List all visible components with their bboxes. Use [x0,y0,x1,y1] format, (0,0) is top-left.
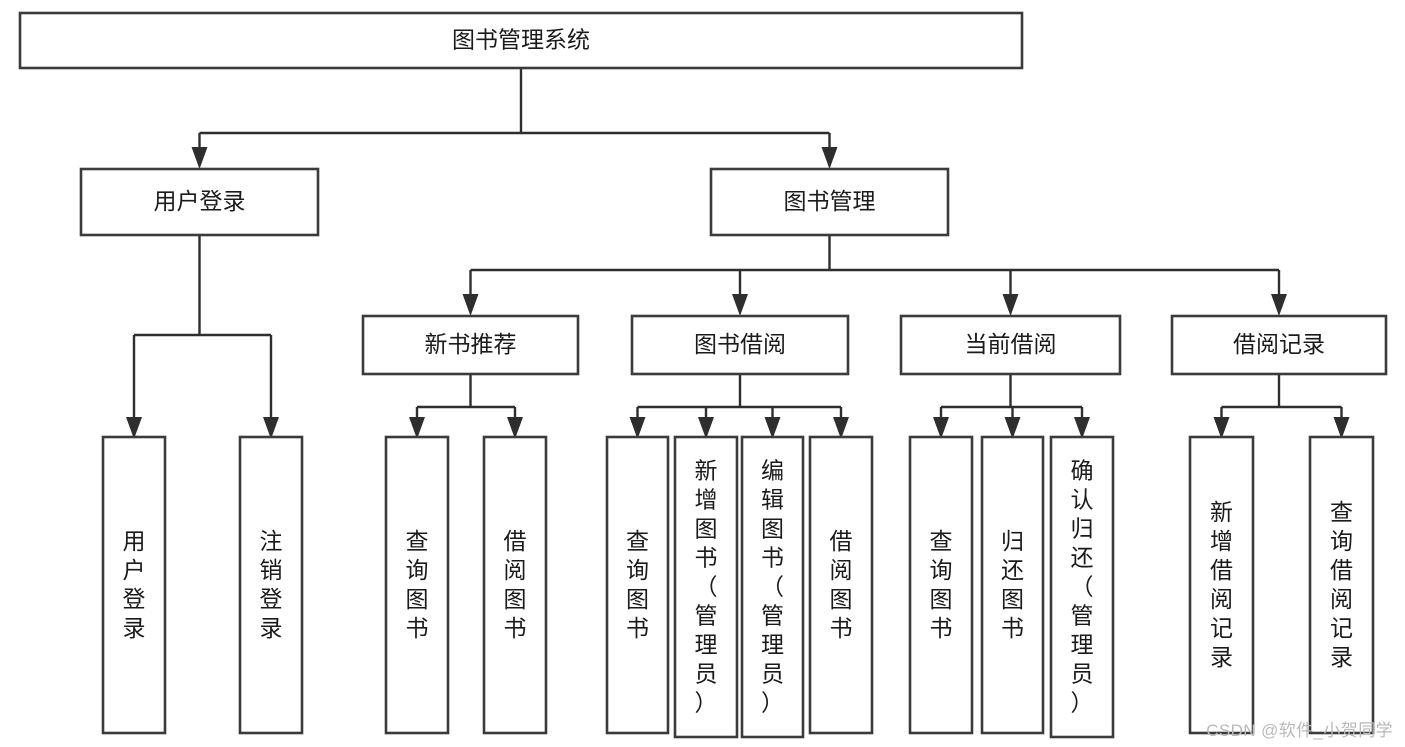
leaf-node-5[interactable]: 查询图书 [605,435,670,735]
leaf-node-label: 查询图书 [406,528,429,641]
arrow-head-icon [698,417,714,439]
leaf-node-label: 注销登录 [260,528,283,641]
level3-node-4[interactable]: 借阅记录 [1170,314,1388,376]
arrow-head-icon [833,417,849,439]
arrow-head-icon [462,294,479,316]
leaf-node-rect[interactable] [482,435,548,735]
leaf-node-label: 借阅图书 [504,528,527,641]
leaf-node-11[interactable]: 确认归还（管理员） [1049,435,1115,739]
level2-node-label: 图书管理 [784,188,876,214]
level2-node-rect[interactable] [709,167,950,237]
arrow-head-icon [126,417,142,439]
leaf-node-9[interactable]: 查询图书 [908,435,974,735]
level2-node-rect[interactable] [79,167,320,237]
arrow-head-icon [764,417,781,439]
leaf-node-rect[interactable] [1308,435,1375,735]
leaf-node-13[interactable]: 查询借阅记录 [1308,435,1375,735]
level3-node-rect[interactable] [361,314,580,376]
leaf-node-rect[interactable] [1049,435,1115,739]
leaf-node-rect[interactable] [384,435,450,735]
leaf-node-6[interactable]: 新增图书（管理员） [673,435,739,739]
arrow-head-icon [629,417,646,439]
level3-node-1[interactable]: 新书推荐 [361,314,580,376]
leaf-node-rect[interactable] [908,435,974,735]
arrow-head-icon [1271,294,1287,316]
leaf-node-rect[interactable] [101,435,167,735]
leaf-node-rect[interactable] [980,435,1045,735]
level3-node-label: 当前借阅 [965,331,1057,357]
leaf-node-rect[interactable] [740,435,805,739]
arrow-head-icon [732,294,748,316]
connector-layer [126,68,1350,439]
leaf-node-label: 新增图书（管理员） [695,458,718,716]
leaf-node-3[interactable]: 查询图书 [384,435,450,735]
leaf-node-12[interactable]: 新增借阅记录 [1188,435,1255,735]
leaf-node-label: 确认归还（管理员） [1071,458,1094,716]
leaf-node-label: 新增借阅记录 [1210,499,1233,670]
arrow-head-icon [409,417,425,439]
csdn-watermark: CSDN @软件_小贺同学 [1206,721,1393,740]
leaf-node-label: 用户登录 [123,528,146,641]
arrow-head-icon [1213,417,1230,439]
arrow-head-icon [821,147,838,169]
leaf-node-rect[interactable] [808,435,874,735]
arrow-head-icon [191,147,208,169]
leaf-node-2[interactable]: 注销登录 [238,435,304,735]
arrow-head-icon [933,417,949,439]
leaf-node-label: 查询图书 [626,528,649,641]
leaf-node-rect[interactable] [673,435,739,739]
leaf-node-rect[interactable] [238,435,304,735]
leaf-node-label: 借阅图书 [830,528,853,641]
node-layer: 图书管理系统用户登录图书管理新书推荐图书借阅当前借阅借阅记录用户登录注销登录查询… [18,11,1388,739]
root-node-label: 图书管理系统 [452,27,590,53]
level3-node-rect[interactable] [899,314,1122,376]
arrow-head-icon [1004,417,1021,439]
arrow-head-icon [263,417,279,439]
level3-node-label: 图书借阅 [694,331,786,357]
leaf-node-4[interactable]: 借阅图书 [482,435,548,735]
leaf-node-rect[interactable] [605,435,670,735]
level3-node-3[interactable]: 当前借阅 [899,314,1122,376]
level2-node-2[interactable]: 图书管理 [709,167,950,237]
leaf-node-7[interactable]: 编辑图书（管理员） [740,435,805,739]
leaf-node-8[interactable]: 借阅图书 [808,435,874,735]
leaf-node-rect[interactable] [1188,435,1255,735]
leaf-node-1[interactable]: 用户登录 [101,435,167,735]
arrow-head-icon [1333,417,1350,439]
arrow-head-icon [507,417,523,439]
leaf-node-10[interactable]: 归还图书 [980,435,1045,735]
level3-node-rect[interactable] [1170,314,1388,376]
root-node-rect[interactable] [18,11,1024,70]
arrow-head-icon [1002,294,1019,316]
root-node-1[interactable]: 图书管理系统 [18,11,1024,70]
leaf-node-label: 查询图书 [930,528,953,641]
level2-node-label: 用户登录 [154,188,246,214]
level3-node-rect[interactable] [630,314,850,376]
leaf-node-label: 归还图书 [1001,528,1024,641]
level3-node-label: 新书推荐 [425,331,517,357]
leaf-node-label: 查询借阅记录 [1330,499,1353,670]
level2-node-1[interactable]: 用户登录 [79,167,320,237]
arrow-head-icon [1074,417,1090,439]
level3-node-label: 借阅记录 [1233,331,1325,357]
level3-node-2[interactable]: 图书借阅 [630,314,850,376]
leaf-node-label: 编辑图书（管理员） [761,458,784,716]
